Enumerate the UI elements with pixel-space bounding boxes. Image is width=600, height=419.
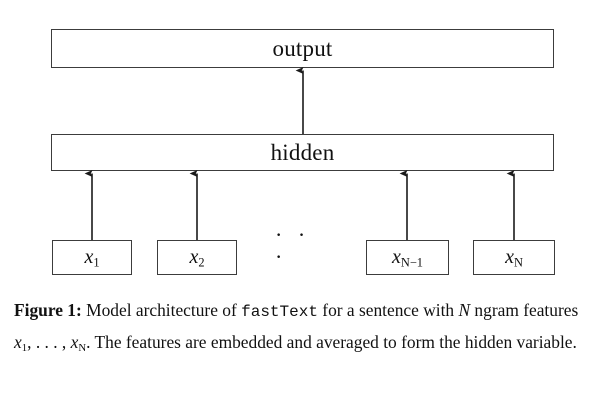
- hidden-layer-label: hidden: [270, 140, 335, 165]
- input-feature-box-x2: x2: [157, 240, 237, 275]
- output-layer-label: output: [272, 36, 333, 61]
- hidden-layer-box: hidden: [51, 134, 554, 171]
- input-feature-label-xn: xN: [505, 245, 523, 270]
- caption-segment-1: Model architecture of: [81, 300, 242, 320]
- ellipsis-separator: · · ·: [275, 222, 311, 269]
- input-feature-label-x2: x2: [189, 245, 205, 270]
- input-feature-box-x1: x1: [52, 240, 132, 275]
- figure-diagram: output hidden x1 x2 · · · xN−1 xN: [51, 29, 555, 275]
- caption-figure-number: Figure 1:: [14, 300, 82, 320]
- caption-math-xn: xN: [70, 331, 87, 354]
- figure-caption: Figure 1: Model architecture of fastText…: [14, 296, 587, 363]
- caption-mono-term: fastText: [241, 303, 318, 321]
- input-feature-box-xn: xN: [473, 240, 555, 275]
- caption-math-x1: x1: [14, 331, 28, 354]
- caption-segment-4: , . . . ,: [27, 331, 71, 352]
- input-feature-box-xn-1: xN−1: [366, 240, 449, 275]
- caption-segment-2: for a sentence with: [317, 300, 459, 320]
- output-layer-box: output: [51, 29, 554, 68]
- input-feature-label-xn-1: xN−1: [391, 245, 424, 270]
- input-feature-label-x1: x1: [84, 245, 100, 270]
- caption-segment-3: ngram features: [470, 300, 579, 320]
- caption-segment-5: . The features are embedded and averaged…: [86, 331, 577, 352]
- caption-math-n: N: [458, 300, 471, 320]
